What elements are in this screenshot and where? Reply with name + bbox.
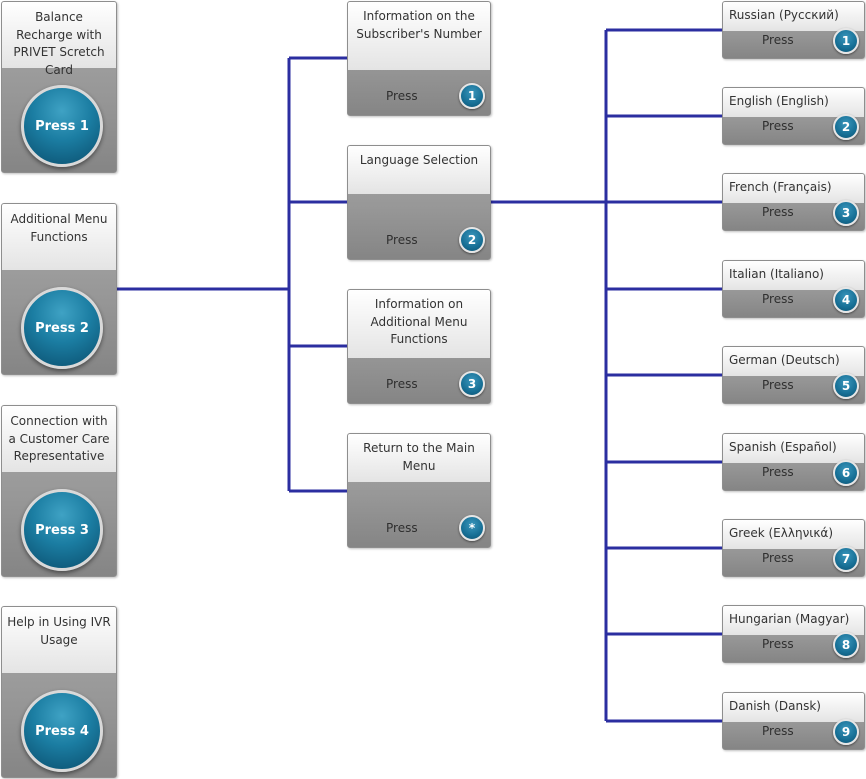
key-badge-2[interactable]: 2 <box>833 114 859 140</box>
language-option-german[interactable]: German (Deutsch) Press 5 <box>722 346 865 404</box>
press-3-button[interactable]: Press 3 <box>21 489 103 571</box>
language-title: Greek (Ελληνικά) <box>723 520 864 549</box>
option-title: Connection with a Customer Care Represen… <box>2 406 116 472</box>
press-label: Press <box>762 724 794 738</box>
key-badge-7[interactable]: 7 <box>833 546 859 572</box>
language-title: German (Deutsch) <box>723 347 864 376</box>
key-badge-8[interactable]: 8 <box>833 632 859 658</box>
language-title: Russian (Русский) <box>723 2 864 31</box>
language-option-greek[interactable]: Greek (Ελληνικά) Press 7 <box>722 519 865 577</box>
press-label: Press <box>762 119 794 133</box>
press-label: Press <box>386 377 418 391</box>
key-badge-2[interactable]: 2 <box>459 227 485 253</box>
press-4-button[interactable]: Press 4 <box>21 690 103 772</box>
submenu-option-2[interactable]: Language Selection Press 2 <box>347 145 491 260</box>
key-badge-star[interactable]: * <box>459 515 485 541</box>
language-title: English (English) <box>723 88 864 117</box>
key-badge-4[interactable]: 4 <box>833 287 859 313</box>
press-label: Press <box>762 33 794 47</box>
language-option-french[interactable]: French (Français) Press 3 <box>722 173 865 231</box>
submenu-option-1[interactable]: Information on the Subscriber's Number P… <box>347 1 491 116</box>
press-label: Press <box>762 551 794 565</box>
key-badge-9[interactable]: 9 <box>833 719 859 745</box>
option-title: Help in Using IVR Usage <box>2 607 116 673</box>
option-title: Balance Recharge with PRIVET Scretch Car… <box>2 2 116 77</box>
option-title: Information on Additional Menu Functions <box>348 290 490 358</box>
press-label: Press <box>386 521 418 535</box>
key-badge-6[interactable]: 6 <box>833 460 859 486</box>
language-option-russian[interactable]: Russian (Русский) Press 1 <box>722 1 865 59</box>
language-option-spanish[interactable]: Spanish (Español) Press 6 <box>722 433 865 491</box>
option-title: Information on the Subscriber's Number <box>348 2 490 70</box>
press-label: Press <box>386 89 418 103</box>
language-title: Spanish (Español) <box>723 434 864 463</box>
main-menu-option-1[interactable]: Balance Recharge with PRIVET Scretch Car… <box>1 1 117 173</box>
key-badge-3[interactable]: 3 <box>459 371 485 397</box>
language-title: Danish (Dansk) <box>723 693 864 722</box>
main-menu-option-4[interactable]: Help in Using IVR Usage Press 4 <box>1 606 117 778</box>
key-badge-1[interactable]: 1 <box>459 83 485 109</box>
submenu-option-3[interactable]: Information on Additional Menu Functions… <box>347 289 491 404</box>
option-title: Return to the Main Menu <box>348 434 490 482</box>
language-option-english[interactable]: English (English) Press 2 <box>722 87 865 145</box>
key-badge-5[interactable]: 5 <box>833 373 859 399</box>
option-title: Language Selection <box>348 146 490 194</box>
main-menu-option-3[interactable]: Connection with a Customer Care Represen… <box>1 405 117 577</box>
key-badge-3[interactable]: 3 <box>833 200 859 226</box>
language-title: French (Français) <box>723 174 864 203</box>
press-label: Press <box>386 233 418 247</box>
language-title: Hungarian (Magyar) <box>723 606 864 635</box>
press-1-button[interactable]: Press 1 <box>21 85 103 167</box>
press-label: Press <box>762 292 794 306</box>
language-title: Italian (Italiano) <box>723 261 864 290</box>
main-menu-option-2[interactable]: Additional Menu Functions Press 2 <box>1 203 117 375</box>
language-option-hungarian[interactable]: Hungarian (Magyar) Press 8 <box>722 605 865 663</box>
option-title: Additional Menu Functions <box>2 204 116 270</box>
language-option-italian[interactable]: Italian (Italiano) Press 4 <box>722 260 865 318</box>
language-option-danish[interactable]: Danish (Dansk) Press 9 <box>722 692 865 750</box>
key-badge-1[interactable]: 1 <box>833 28 859 54</box>
press-2-button[interactable]: Press 2 <box>21 287 103 369</box>
press-label: Press <box>762 637 794 651</box>
press-label: Press <box>762 465 794 479</box>
press-label: Press <box>762 378 794 392</box>
press-label: Press <box>762 205 794 219</box>
submenu-option-4[interactable]: Return to the Main Menu Press * <box>347 433 491 548</box>
